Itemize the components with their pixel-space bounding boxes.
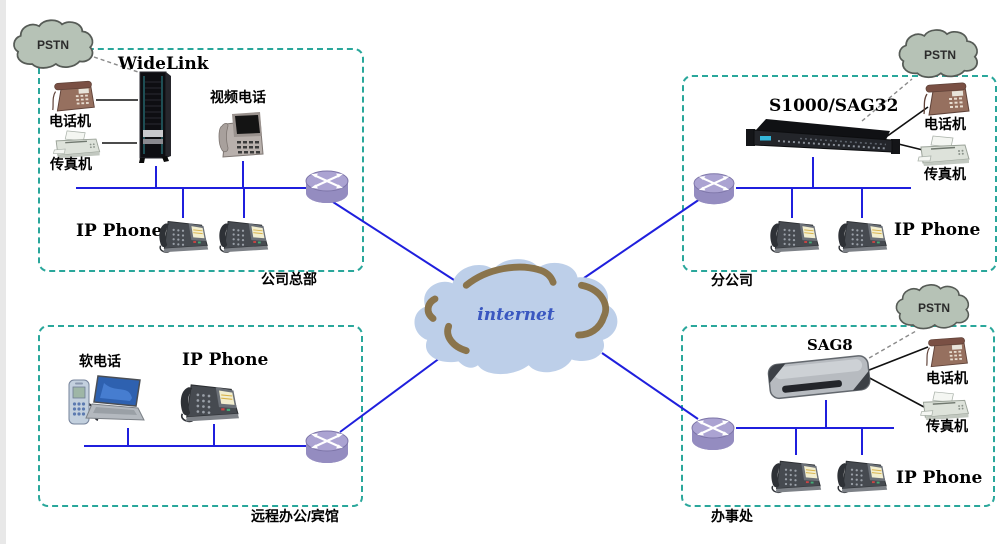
fax-label-branch: 传真机 [924,166,966,182]
s1000-gateway-icon [746,119,900,154]
router-icon-office [688,413,738,455]
ipphone-icon-branch-2 [834,214,890,256]
pstn-label-hq: PSTN [36,38,69,52]
phone-label-office: 电话机 [926,370,968,386]
ipphone-icon-office-1 [767,453,824,497]
phone-label-branch: 电话机 [924,116,966,132]
site-box-hq [38,48,364,272]
widelink-label: WideLink [118,54,209,74]
ipphone-icon-hq-1 [155,214,211,256]
site-label-office: 办事处 [711,508,753,524]
ipphone-label-office: IP Phone [896,468,983,488]
internet-label: internet [477,305,555,325]
ipphone-icon-branch-1 [766,214,822,256]
sag8-label: SAG8 [807,336,853,354]
phone-icon-office [924,336,971,372]
ipphone-icon-office-2 [833,453,890,497]
fax-label-hq: 传真机 [50,156,92,172]
s1000-label: S1000/SAG32 [769,96,899,116]
ipphone-label-branch: IP Phone [894,220,981,240]
internet-cloud [414,259,618,375]
softphone-icon [68,375,145,425]
fax-label-office: 传真机 [926,418,968,434]
ipphone-label-remote: IP Phone [182,350,269,370]
phone-icon-branch [921,82,973,120]
router-icon-remote [302,426,352,468]
video-phone-label: 视频电话 [210,89,266,105]
video-phone-icon [218,112,264,158]
site-box-branch [682,75,997,272]
pstn-label-branch: PSTN [923,48,956,62]
ipphone-label-hq: IP Phone [76,221,163,241]
softphone-label: 软电话 [79,353,121,369]
ipphone-icon-remote [172,376,246,426]
phone-label-hq: 电话机 [49,113,91,129]
fax-icon-office [919,391,971,421]
pstn-label-office: PSTN [917,301,950,315]
sag8-gateway-icon [767,355,871,400]
fax-icon-hq [52,130,102,159]
fax-icon-branch [917,135,971,167]
phone-icon-hq [50,80,98,116]
router-icon-hq [302,166,352,208]
site-label-hq: 公司总部 [261,271,317,287]
router-icon-branch [689,169,739,209]
ipphone-icon-hq-2 [215,214,271,256]
site-label-remote: 远程办公/宾馆 [251,508,339,524]
site-label-branch: 分公司 [711,272,753,288]
widelink-rack-icon [139,71,171,163]
